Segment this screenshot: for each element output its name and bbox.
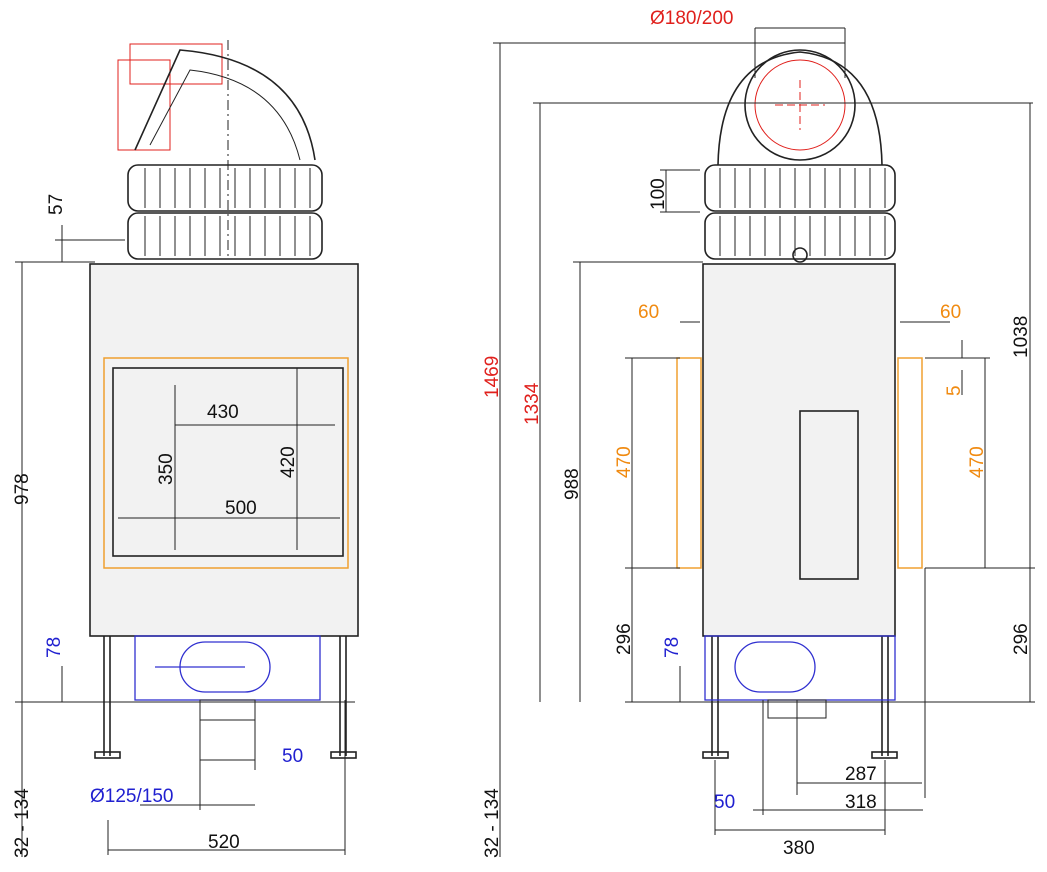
dim-leg-height: 32 - 134 xyxy=(12,788,33,858)
convection-rings xyxy=(704,164,896,263)
dim-520: 520 xyxy=(208,832,240,853)
dim-500: 500 xyxy=(225,498,257,519)
round-flue xyxy=(717,49,883,166)
dim-1334: 1334 xyxy=(522,382,543,425)
dim-60-right: 60 xyxy=(940,302,961,323)
right-side-panel xyxy=(897,357,923,569)
dim-470-left: 470 xyxy=(614,446,635,478)
dim-988: 988 xyxy=(562,468,583,500)
convection-rings xyxy=(127,164,323,260)
dim-420: 420 xyxy=(278,446,299,478)
left-side-panel xyxy=(676,357,702,569)
dim-100: 100 xyxy=(648,178,669,210)
glass-window xyxy=(112,367,344,557)
dim-470-right: 470 xyxy=(967,446,988,478)
dim-430: 430 xyxy=(207,402,239,423)
dim-350: 350 xyxy=(156,453,177,485)
elbow-flue xyxy=(117,40,316,260)
dim-287: 287 xyxy=(845,764,877,785)
door-frame xyxy=(103,357,349,569)
dim-flue-diameter: Ø180/200 xyxy=(650,8,733,29)
dim-57: 57 xyxy=(46,194,67,215)
dim-60-left: 60 xyxy=(638,302,659,323)
dim-318: 318 xyxy=(845,792,877,813)
dim-78: 78 xyxy=(44,637,65,658)
dim-78: 78 xyxy=(662,637,683,658)
dim-50: 50 xyxy=(714,792,735,813)
dim-296-left: 296 xyxy=(614,623,635,655)
dim-5: 5 xyxy=(944,385,965,396)
dim-296-right: 296 xyxy=(1011,623,1032,655)
air-box xyxy=(134,635,321,701)
dim-flue-diameter: Ø125/150 xyxy=(90,786,173,807)
side-view: Ø180/200 1469 1334 100 60 60 5 470 470 9… xyxy=(482,8,1035,859)
stove-body xyxy=(89,263,359,637)
front-view: 57 978 430 350 420 500 78 50 Ø125/150 52… xyxy=(12,40,359,858)
stove-body xyxy=(702,263,896,637)
dim-978: 978 xyxy=(12,473,33,505)
dim-leg-height: 32 - 134 xyxy=(482,788,503,858)
dim-50: 50 xyxy=(282,746,303,767)
side-window xyxy=(799,410,859,580)
dim-380: 380 xyxy=(783,838,815,859)
dim-1469: 1469 xyxy=(482,356,503,398)
dim-1038: 1038 xyxy=(1011,316,1032,358)
